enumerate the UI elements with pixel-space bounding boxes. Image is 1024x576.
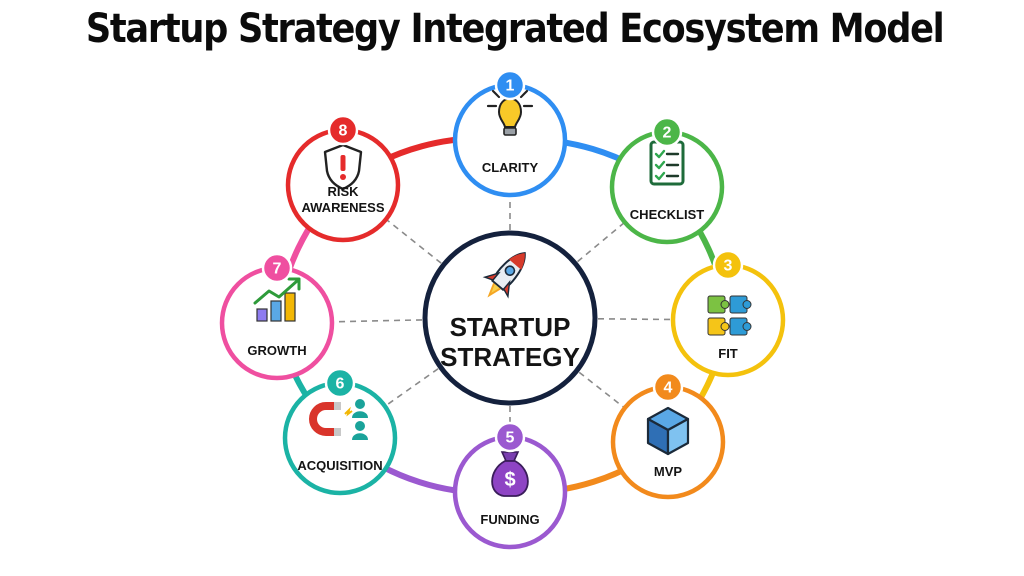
center-circle <box>422 230 598 406</box>
step-number: 8 <box>339 123 348 140</box>
node-label: AWARENESS <box>301 200 384 215</box>
node-label: FUNDING <box>480 512 539 527</box>
node-label: CHECKLIST <box>630 207 704 222</box>
node-label: CLARITY <box>482 160 539 175</box>
money-bag-icon: $ <box>491 451 529 497</box>
node-label: FIT <box>718 346 738 361</box>
step-badge: 7 <box>261 252 293 284</box>
spoke-line-8 <box>387 219 442 264</box>
step-badge: 2 <box>651 116 683 148</box>
node-circle <box>282 380 398 496</box>
magnet-users-icon <box>309 399 368 440</box>
step-number: 1 <box>506 78 515 95</box>
node-label: ACQUISITION <box>297 458 382 473</box>
center-label-line2: STRATEGY <box>440 342 580 372</box>
growth-chart-icon <box>253 277 301 322</box>
step-number: 7 <box>273 261 282 278</box>
node-circle <box>219 265 335 381</box>
node-label: GROWTH <box>247 343 306 358</box>
rocket-icon <box>482 251 526 299</box>
node-clarity: CLARITY 1 <box>452 69 568 198</box>
node-label: RISK <box>327 184 359 199</box>
spoke-line-3 <box>597 318 672 321</box>
node-checklist: CHECKLIST 2 <box>609 116 725 245</box>
node-mvp: MVP 4 <box>610 371 726 500</box>
node-fit: FIT 3 <box>670 249 786 378</box>
spoke-line-2 <box>577 222 624 263</box>
node-label: MVP <box>654 464 683 479</box>
step-number: 5 <box>506 430 515 447</box>
puzzle-icon <box>707 295 752 336</box>
node-growth: GROWTH 7 <box>219 252 335 381</box>
spoke-lines <box>333 197 672 435</box>
center-label-line1: STARTUP <box>450 312 571 342</box>
spoke-line-4 <box>578 371 624 408</box>
step-number: 3 <box>724 258 733 275</box>
step-badge: 6 <box>324 367 356 399</box>
step-badge: 8 <box>327 114 359 146</box>
spoke-line-6 <box>386 368 439 406</box>
shield-alert-icon <box>323 143 363 191</box>
step-number: 6 <box>336 376 345 393</box>
diagram-title: Startup Strategy Integrated Ecosystem Mo… <box>85 6 945 52</box>
step-badge: 5 <box>494 421 526 453</box>
step-number: 2 <box>663 125 672 142</box>
step-badge: 3 <box>712 249 744 281</box>
node-acquisition: ACQUISITION 6 <box>282 367 398 496</box>
svg-text:$: $ <box>504 469 515 491</box>
node-funding: $ FUNDING 5 <box>452 421 568 550</box>
spoke-line-7 <box>333 319 423 323</box>
step-number: 4 <box>664 380 673 397</box>
cube-icon <box>646 406 690 456</box>
step-badge: 4 <box>652 371 684 403</box>
step-badge: 1 <box>494 69 526 101</box>
